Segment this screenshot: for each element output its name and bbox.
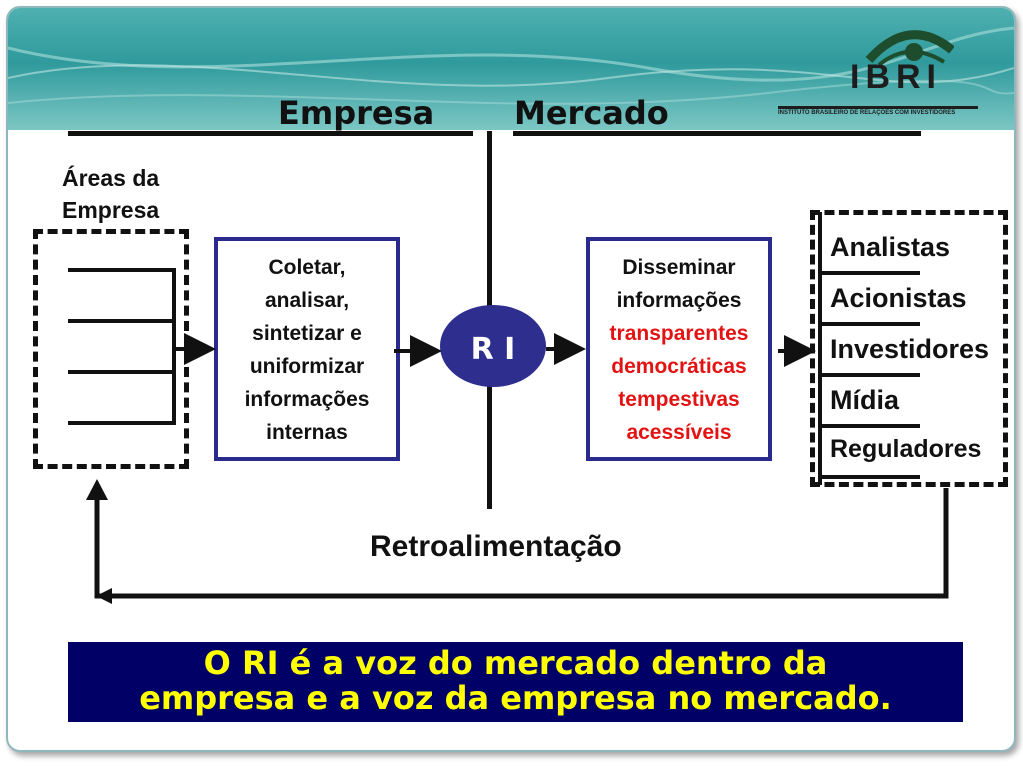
heading-empresa: Empresa bbox=[278, 94, 435, 132]
heading-mercado: Mercado bbox=[514, 94, 669, 132]
audience-analistas: Analistas bbox=[830, 232, 951, 262]
process-line-6: internas bbox=[266, 421, 348, 444]
areas-label-line2: Empresa bbox=[62, 197, 160, 223]
eye-logo-icon bbox=[865, 30, 954, 67]
audience-investidores: Investidores bbox=[830, 334, 990, 364]
header-banner: IBRI INSTITUTO BRASILEIRO DE RELAÇÕES CO… bbox=[8, 8, 1014, 130]
process-line-4: uniformizar bbox=[249, 355, 365, 378]
disseminate-box: Disseminar informações transparentes dem… bbox=[586, 237, 772, 461]
ri-circle: R I bbox=[440, 305, 546, 387]
feedback-loop-line bbox=[94, 488, 949, 599]
area-bracket bbox=[172, 268, 176, 425]
audience-divider-5 bbox=[820, 475, 920, 479]
disseminate-line-2: informações bbox=[616, 289, 742, 312]
audience-divider-4 bbox=[820, 424, 920, 428]
area-line-3 bbox=[68, 370, 174, 374]
process-line-5: informações bbox=[244, 388, 370, 411]
logo-subtitle: INSTITUTO BRASILEIRO DE RELAÇÕES COM INV… bbox=[778, 106, 978, 116]
quality-transparent: transparentes bbox=[609, 322, 749, 345]
audience-acionistas: Acionistas bbox=[830, 283, 967, 313]
audience-midia: Mídia bbox=[830, 385, 900, 415]
heading-underline-left bbox=[68, 131, 473, 136]
disseminate-line-1: Disseminar bbox=[622, 256, 736, 279]
area-line-2 bbox=[68, 319, 174, 323]
process-line-3: sintetizar e bbox=[252, 322, 362, 345]
audience-bracket bbox=[818, 212, 822, 485]
feedback-label: Retroalimentação bbox=[370, 530, 622, 563]
audience-divider-2 bbox=[820, 322, 920, 326]
footer-quote: O RI é a voz do mercado dentro da empres… bbox=[68, 642, 963, 722]
ibri-logo: IBRI INSTITUTO BRASILEIRO DE RELAÇÕES CO… bbox=[778, 20, 990, 120]
areas-label-line1: Áreas da bbox=[62, 165, 160, 191]
process-box: Coletar, analisar, sintetizar e uniformi… bbox=[214, 237, 400, 461]
quality-accessible: acessíveis bbox=[626, 421, 732, 444]
feedback-arrowhead bbox=[86, 479, 108, 500]
area-line-1 bbox=[68, 268, 174, 272]
audience-divider-1 bbox=[820, 271, 920, 275]
process-line-2: analisar, bbox=[264, 289, 350, 312]
logo-wordmark: IBRI bbox=[850, 58, 942, 96]
footer-line-2: empresa e a voz da empresa no mercado. bbox=[139, 679, 892, 717]
process-line-1: Coletar, bbox=[268, 256, 346, 279]
quality-democratic: democráticas bbox=[611, 355, 747, 378]
audience-reguladores: Reguladores bbox=[830, 435, 982, 463]
feedback-left-arrowhead bbox=[96, 588, 112, 604]
area-line-4 bbox=[68, 421, 174, 425]
heading-underline-right bbox=[513, 131, 921, 136]
audience-divider-3 bbox=[820, 373, 920, 377]
quality-timely: tempestivas bbox=[618, 388, 740, 411]
footer-line-1: O RI é a voz do mercado dentro da bbox=[203, 644, 828, 682]
